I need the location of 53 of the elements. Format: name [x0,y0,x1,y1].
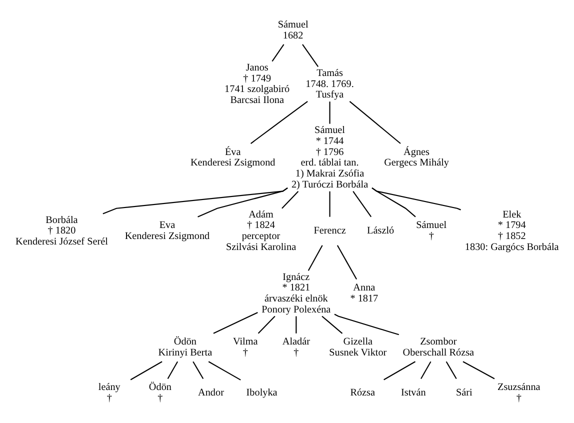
node-text: Elek * 1794 † 1852 1830: Gargócs Borbála [464,209,559,254]
connector [349,100,401,144]
connector [282,190,299,209]
node-text: Adám † 1824 perceptor Szilvási Karolina [226,209,296,254]
node-text: Ödön † [148,382,172,404]
node-text: Janos † 1749 1741 szolgabiró Barcsai Ilona [224,62,290,106]
connector [213,312,258,334]
node-text: Andor [198,387,224,398]
connector [250,100,308,144]
connector [329,102,330,124]
node-text: Zsombor Oberschall Rózsa [402,336,474,359]
connector [296,316,297,334]
node-text: Anna * 1817 [350,282,378,305]
connector [322,316,343,334]
node-text: Eva Kenderesi Zsigmond [124,220,210,242]
node-text: Aladár † [282,336,310,359]
node-text: Vilma † [233,336,258,359]
connector [208,361,241,380]
node-text: leány † [98,382,120,404]
node-text: Gizella Susnek Viktor [329,336,387,359]
node-text: István [401,387,426,398]
connector [336,245,358,280]
connector [462,361,495,380]
node-text: Sámuel † [416,220,447,242]
connector [420,361,432,380]
connector [130,361,162,380]
connector [329,191,330,217]
connector [384,361,416,380]
node-text: Éva Kenderesi Zsigmond [190,146,276,169]
node-text: Ödön Kirinyi Berta [158,336,212,359]
node-text: Ignácz * 1821 árvaszéki elnök Ponory Polexéna [262,272,331,316]
node-text: Ferencz [314,226,346,237]
node-text: Sámuel 1682 [278,19,308,42]
connector [334,314,400,336]
connector [372,187,461,210]
node-text: Borbála † 1820 Kenderesi József Serél [16,214,108,248]
node-text: Tamás 1748. 1769. Tusfya [306,68,354,101]
node-text: Ágnes Gergecs Mihály [384,146,449,169]
node-text: László [367,226,394,237]
connector [302,44,319,68]
node-text: Sári [456,387,472,398]
connector [198,187,288,218]
node-text: Zsuzsánna † [498,382,540,404]
connector [352,191,372,218]
connector [446,361,457,380]
connector [192,361,204,380]
connector [272,44,284,62]
node-text: Ibolyka [246,387,278,398]
connector [258,316,276,334]
node-text: Sámuel * 1744 † 1796 erd. táblai tan. 1) Makrai Zsófia 2) Turóczi Borbála [291,124,368,191]
connector [308,245,323,271]
node-text: Rózsa [350,387,376,398]
connector [167,361,178,380]
